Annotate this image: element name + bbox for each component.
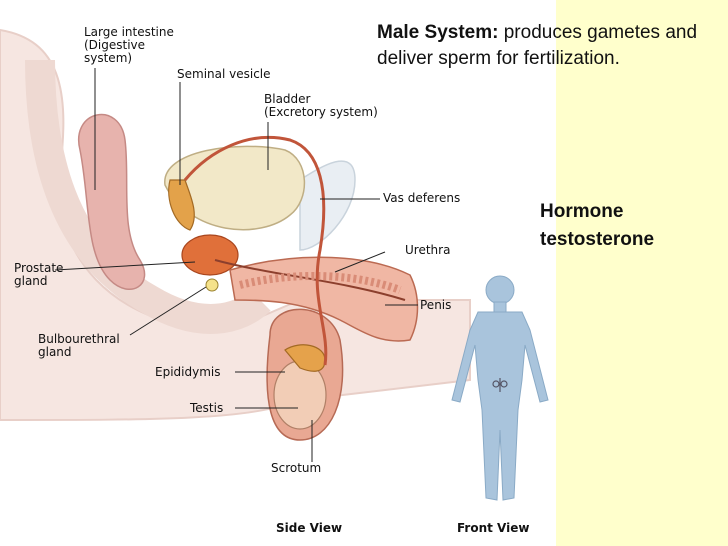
front-view-figure: [451, 275, 549, 501]
label-testis: Testis: [190, 401, 224, 415]
vas-deferens: [183, 135, 328, 366]
label-front-view: Front View: [457, 521, 530, 535]
description-text: Male System: produces gametes and delive…: [377, 20, 717, 72]
leader-bulbourethral: [129, 286, 207, 336]
label-penis: Penis: [420, 298, 452, 312]
seminal-vesicle: [168, 179, 195, 231]
prostate: [181, 234, 239, 276]
anatomy-diagram: [0, 28, 549, 501]
description-heading: Male System:: [377, 22, 499, 43]
label-vas-deferens: Vas deferens: [383, 191, 461, 205]
bulbourethral-gland: [205, 278, 219, 292]
label-bladder: Bladder (Excretory system): [264, 92, 378, 119]
label-urethra: Urethra: [405, 243, 451, 257]
front-view-genital-marker: [492, 378, 508, 392]
figure-neck: [493, 301, 507, 313]
label-bulbourethral-gland: Bulbourethral gland: [38, 332, 120, 359]
figure-head: [485, 275, 515, 305]
erectile-tissue: [239, 271, 402, 294]
bladder: [164, 145, 306, 231]
label-large-intestine: Large intestine (Digestive system): [84, 25, 174, 65]
label-epididymis: Epididymis: [155, 365, 221, 379]
leader-prostate: [54, 261, 196, 271]
label-side-view: Side View: [276, 521, 343, 535]
hormone-title: Hormone: [540, 201, 624, 222]
hormone-text: Hormone testosterone: [540, 198, 654, 254]
hormone-name: testosterone: [540, 229, 655, 250]
pubic-bone: [299, 160, 356, 251]
label-scrotum: Scrotum: [271, 461, 322, 475]
label-prostate-gland: Prostate gland: [14, 261, 64, 288]
anatomy-illustration: Large intestine (Digestive system) Semin…: [0, 0, 556, 546]
figure-torso: [451, 311, 549, 501]
leader-urethra: [334, 251, 386, 273]
label-seminal-vesicle: Seminal vesicle: [177, 67, 271, 81]
leader-lines: [54, 68, 418, 462]
description-body: produces gametes and deliver sperm for f…: [377, 22, 698, 69]
